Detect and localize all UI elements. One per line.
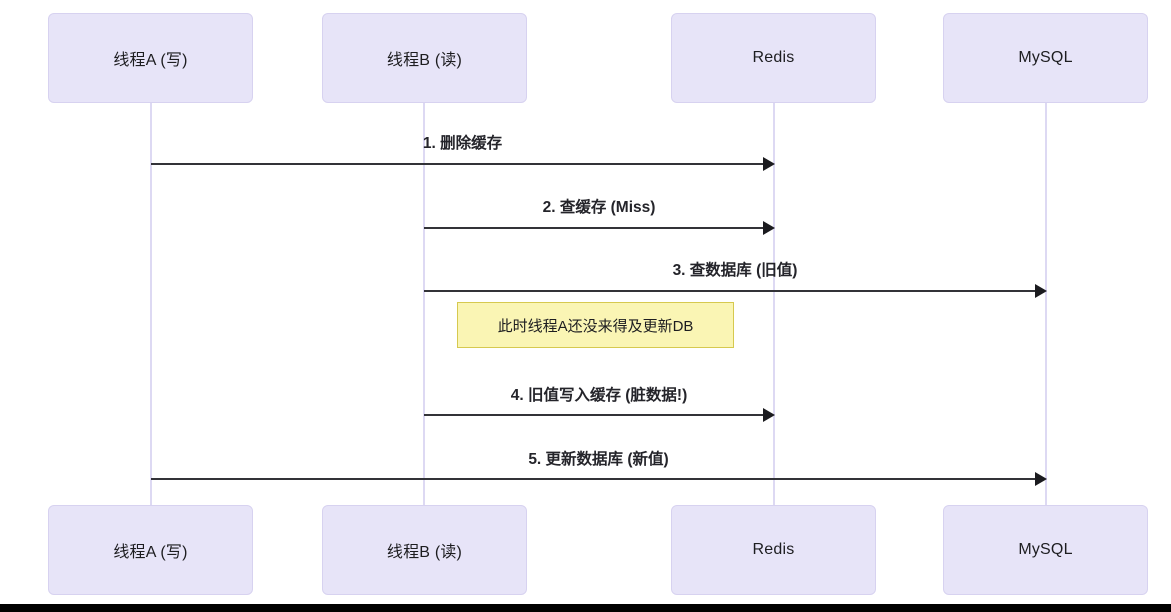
- participant-threadB-top[interactable]: 线程B (读): [322, 13, 527, 103]
- message-arrowhead-5: [1035, 472, 1047, 486]
- participant-threadB-bottom[interactable]: 线程B (读): [322, 505, 527, 595]
- participant-mysql-bottom[interactable]: MySQL: [943, 505, 1148, 595]
- message-label-3: 3. 查数据库 (旧值): [672, 262, 798, 279]
- message-label-4: 4. 旧值写入缓存 (脏数据!): [510, 387, 688, 404]
- lifeline-mysql: [1045, 103, 1047, 505]
- message-line-4: [424, 414, 765, 416]
- message-label-2: 2. 查缓存 (Miss): [542, 199, 656, 216]
- message-arrowhead-1: [763, 157, 775, 171]
- message-arrowhead-3: [1035, 284, 1047, 298]
- participant-threadA-top[interactable]: 线程A (写): [48, 13, 253, 103]
- message-arrowhead-2: [763, 221, 775, 235]
- note-thread-a-not-updated: 此时线程A还没来得及更新DB: [457, 302, 734, 348]
- lifeline-threadA: [150, 103, 152, 505]
- bottom-bar: [0, 604, 1171, 612]
- message-label-1: 1. 删除缓存: [422, 135, 503, 152]
- participant-redis-top[interactable]: Redis: [671, 13, 876, 103]
- message-line-5: [151, 478, 1037, 480]
- participant-threadA-bottom[interactable]: 线程A (写): [48, 505, 253, 595]
- lifeline-threadB: [423, 103, 425, 505]
- lifeline-redis: [773, 103, 775, 505]
- message-arrowhead-4: [763, 408, 775, 422]
- message-label-5: 5. 更新数据库 (新值): [528, 451, 669, 468]
- message-line-3: [424, 290, 1037, 292]
- message-line-2: [424, 227, 765, 229]
- message-line-1: [151, 163, 765, 165]
- participant-mysql-top[interactable]: MySQL: [943, 13, 1148, 103]
- participant-redis-bottom[interactable]: Redis: [671, 505, 876, 595]
